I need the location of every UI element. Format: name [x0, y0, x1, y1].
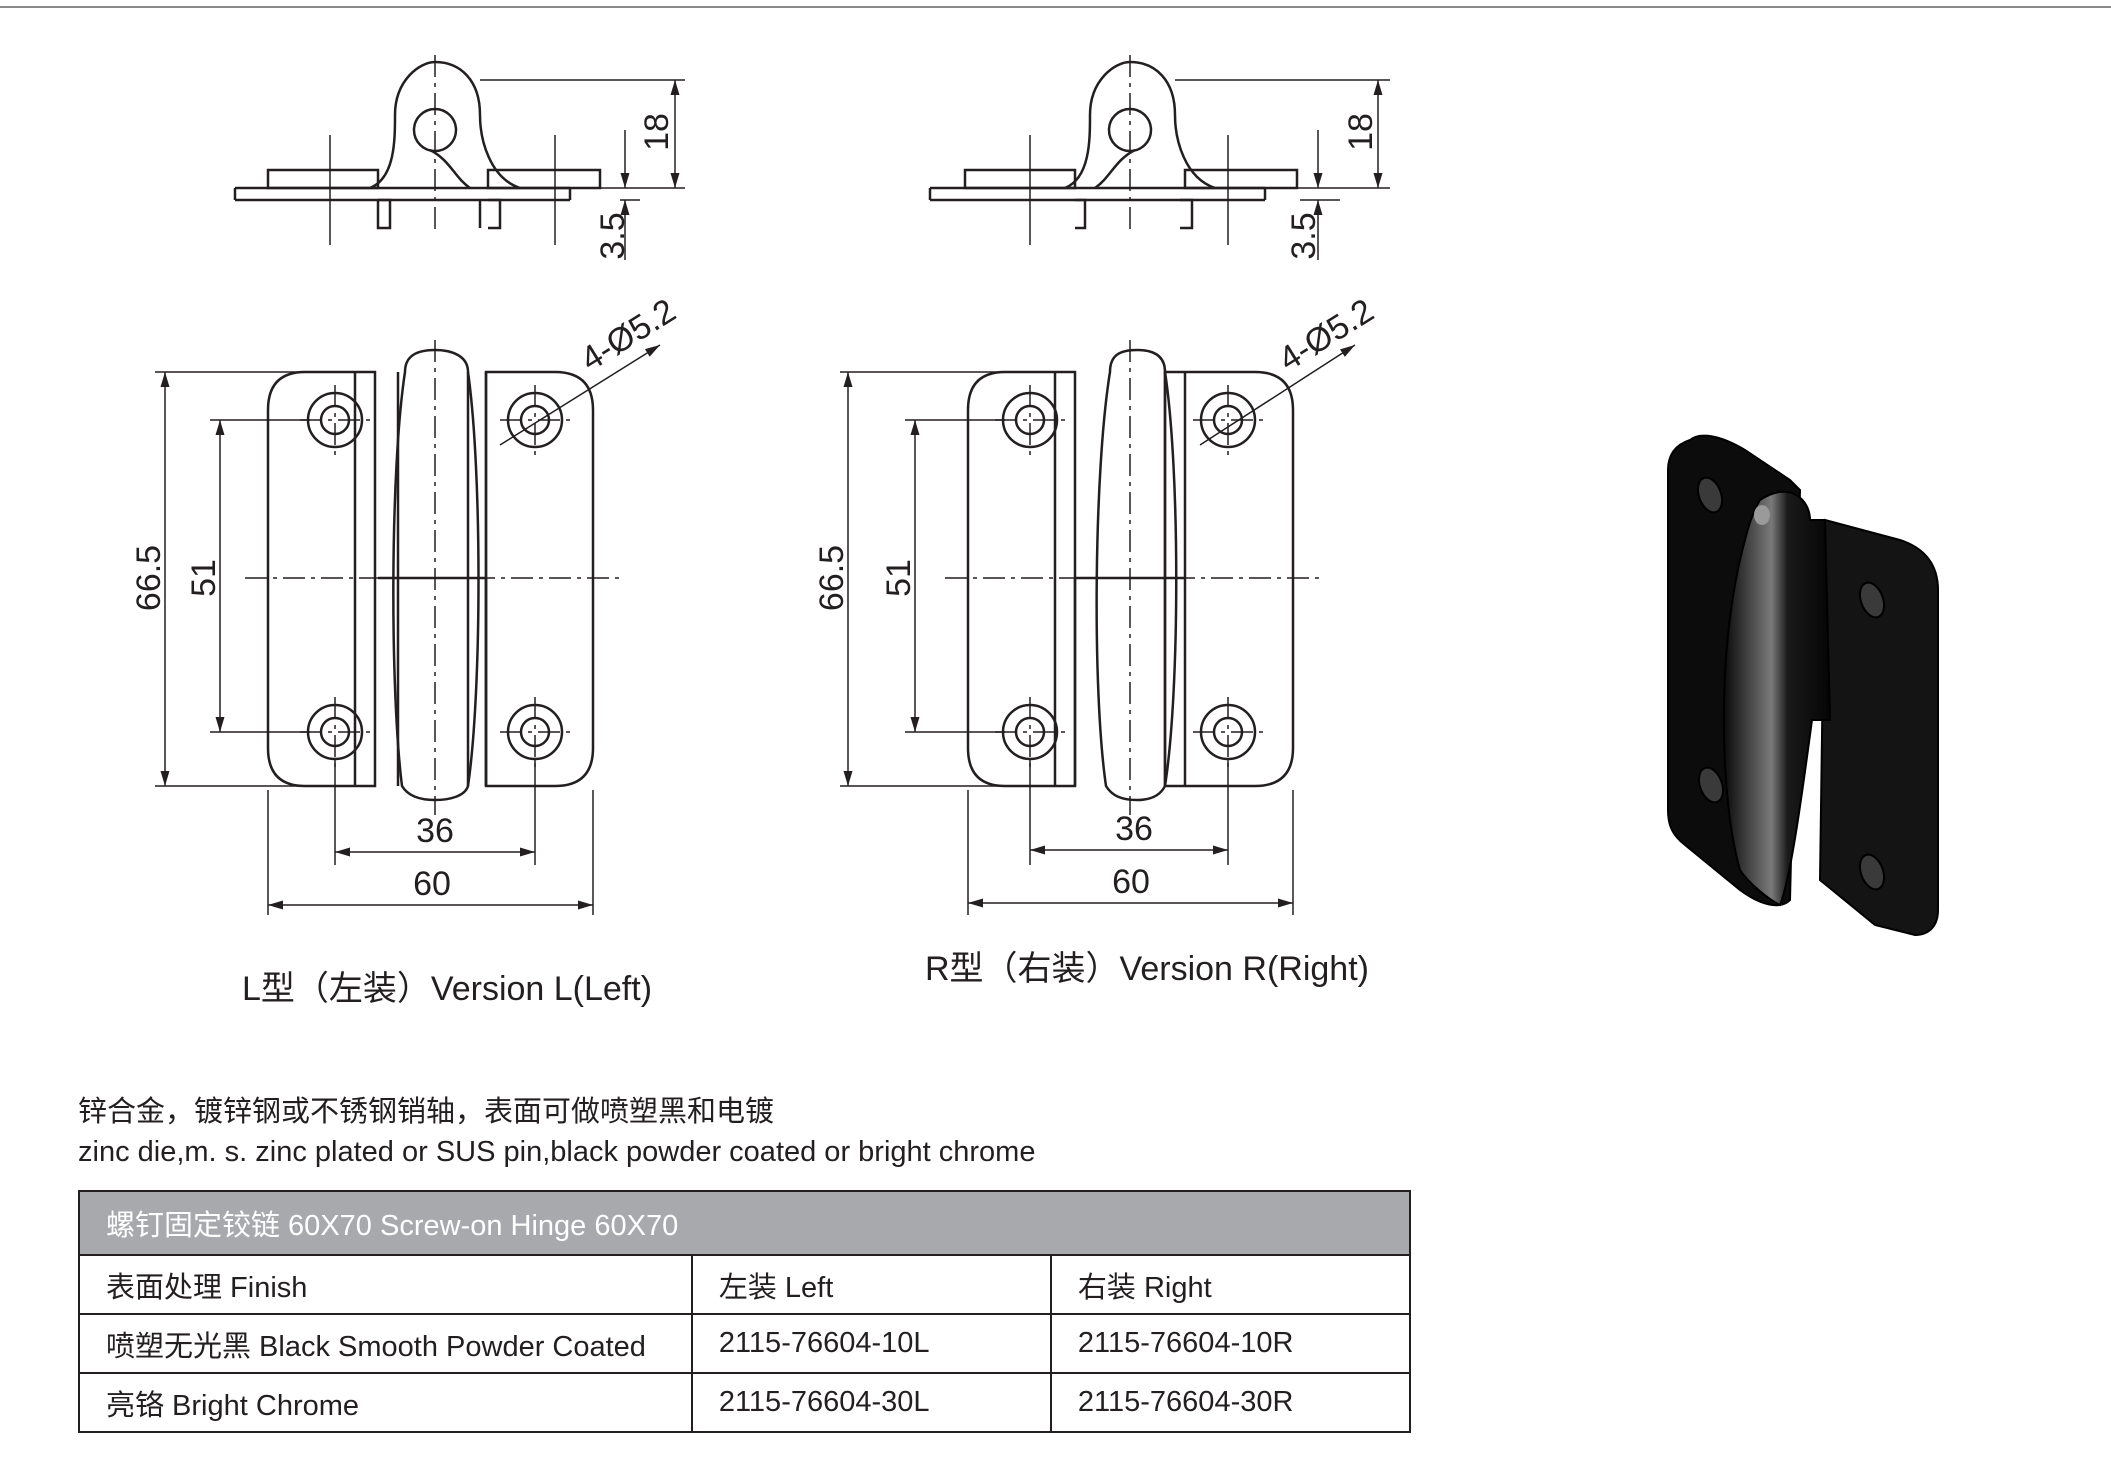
technical-drawing: 18 3.5 66.5 51	[130, 55, 1939, 1008]
dim-36-right: 36	[1115, 810, 1153, 848]
cell-part-left: 2115-76604-30L	[690, 1372, 1052, 1433]
material-description-zh: 锌合金，镀锌钢或不锈钢销轴，表面可做喷塑黑和电镀	[78, 1096, 775, 1128]
material-description-en: zinc die,m. s. zinc plated or SUS pin,bl…	[78, 1136, 1036, 1168]
centerlines-left-front	[245, 340, 625, 815]
header-right: 右装 Right	[1049, 1254, 1412, 1315]
table-row: 亮铬 Bright Chrome 2115-76604-30L 2115-766…	[78, 1372, 1412, 1433]
dim-18-left: 18	[638, 113, 676, 151]
product-photo	[1667, 434, 1939, 937]
dim-60-right: 60	[1112, 863, 1150, 901]
header-finish: 表面处理 Finish	[78, 1254, 693, 1315]
dim-66-5-right: 66.5	[813, 545, 851, 611]
side-view-left	[233, 60, 602, 230]
cell-finish: 喷塑无光黑 Black Smooth Powder Coated	[78, 1313, 693, 1374]
side-view-right	[928, 60, 1299, 230]
dim-18-right: 18	[1342, 113, 1380, 151]
cell-part-right: 2115-76604-30R	[1049, 1372, 1412, 1433]
cell-finish: 亮铬 Bright Chrome	[78, 1372, 693, 1433]
table-title: 螺钉固定铰链 60X70 Screw-on Hinge 60X70	[78, 1190, 1411, 1256]
dim-66-5-left: 66.5	[130, 545, 168, 611]
table-row: 喷塑无光黑 Black Smooth Powder Coated 2115-76…	[78, 1313, 1412, 1374]
side-dims-left	[329, 79, 685, 260]
dim-3-5-left: 3.5	[594, 212, 632, 259]
table-title-row: 螺钉固定铰链 60X70 Screw-on Hinge 60X70	[78, 1190, 1411, 1256]
front-view-left	[266, 348, 595, 802]
spec-table: 螺钉固定铰链 60X70 Screw-on Hinge 60X70 表面处理 F…	[78, 1190, 1412, 1433]
header-left: 左装 Left	[690, 1254, 1052, 1315]
front-dims-right	[840, 344, 1356, 915]
dim-3-5-right: 3.5	[1285, 212, 1323, 259]
dim-51-right: 51	[880, 559, 918, 597]
dim-holes-right: 4-Ø5.2	[1272, 291, 1380, 378]
centerlines-right-front	[945, 340, 1320, 815]
dim-60-left: 60	[413, 865, 451, 903]
front-dims-left	[155, 344, 661, 915]
side-dims-right	[1029, 79, 1390, 260]
caption-version-right: R型（右装）Version R(Right)	[925, 950, 1369, 988]
dim-36-left: 36	[416, 812, 454, 850]
cell-part-left: 2115-76604-10L	[690, 1313, 1052, 1374]
cell-part-right: 2115-76604-10R	[1049, 1313, 1412, 1374]
caption-version-left: L型（左装）Version L(Left)	[242, 970, 652, 1008]
dim-51-left: 51	[185, 559, 223, 597]
top-rule	[0, 6, 2111, 8]
table-header-row: 表面处理 Finish 左装 Left 右装 Right	[78, 1254, 1412, 1315]
